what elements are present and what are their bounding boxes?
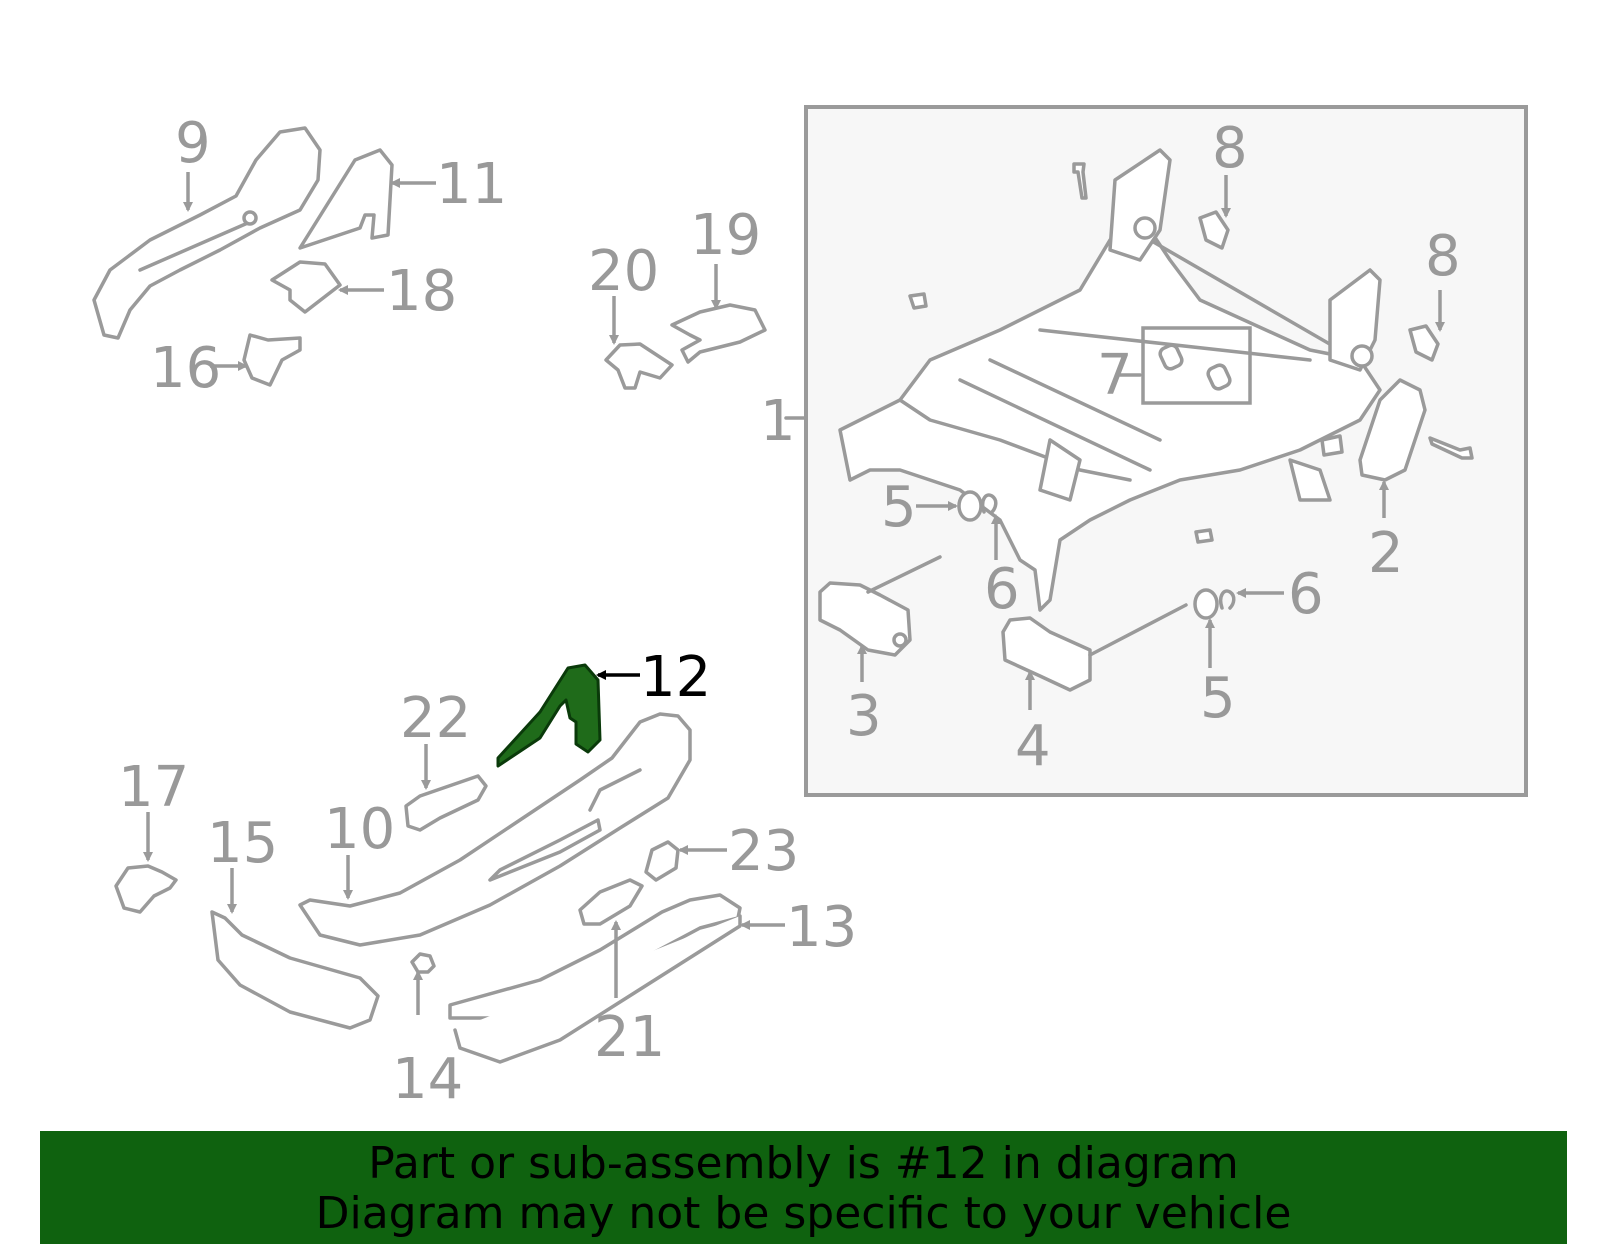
label-5b: 5 <box>1200 666 1236 731</box>
part-14-push-clip[interactable] <box>410 952 436 974</box>
part-16-clip[interactable] <box>242 333 302 387</box>
clip-bottom[interactable] <box>1194 528 1214 544</box>
callout-labels: 9 11 18 16 20 19 8 8 7 1 2 5 6 6 5 3 4 1… <box>118 111 1461 1112</box>
label-20: 20 <box>588 239 659 304</box>
part-2-recliner-motor[interactable] <box>1320 378 1427 482</box>
part-15-trim[interactable] <box>210 910 380 1030</box>
part-10-lower-shield[interactable] <box>298 712 692 947</box>
part-1-seat-frame[interactable] <box>838 148 1382 612</box>
label-10: 10 <box>324 797 395 862</box>
label-4: 4 <box>1015 714 1051 779</box>
part-18-bracket[interactable] <box>270 260 342 314</box>
banner-line-1: Part or sub-assembly is #12 in diagram <box>368 1138 1239 1189</box>
part-17-clip[interactable] <box>114 864 178 914</box>
label-2: 2 <box>1368 521 1404 586</box>
part-3-motor[interactable] <box>818 555 942 657</box>
clip-left[interactable] <box>908 292 928 310</box>
label-19: 19 <box>690 203 761 268</box>
part-4-motor[interactable] <box>1001 603 1188 692</box>
label-7: 7 <box>1097 343 1133 408</box>
part-22-switch[interactable] <box>404 774 488 832</box>
part-8-clip-b[interactable] <box>1408 324 1440 362</box>
part-8-clip-a[interactable] <box>1198 210 1230 250</box>
part-7-pins[interactable] <box>1158 343 1232 391</box>
part-23-cap[interactable] <box>644 840 680 882</box>
part-6-clip-a[interactable] <box>980 493 998 514</box>
part-19-cover[interactable] <box>670 303 767 364</box>
label-8b: 8 <box>1425 224 1461 289</box>
part-6-clip-b[interactable] <box>1218 589 1236 610</box>
part-20-bracket[interactable] <box>604 342 674 390</box>
label-15: 15 <box>207 811 278 876</box>
label-6a: 6 <box>984 557 1020 622</box>
banner-line-2: Diagram may not be specific to your vehi… <box>315 1188 1292 1239</box>
label-18: 18 <box>386 259 457 324</box>
label-12: 12 <box>640 645 711 710</box>
bolt-top[interactable] <box>1072 162 1088 200</box>
label-11: 11 <box>436 152 507 217</box>
label-23: 23 <box>728 819 799 884</box>
part-5-washer-b[interactable] <box>1193 588 1219 620</box>
part-9-shield[interactable] <box>92 126 322 340</box>
label-21: 21 <box>594 1005 665 1070</box>
part-12-highlighted[interactable] <box>496 663 602 768</box>
leader-lines <box>143 172 1445 1015</box>
label-9: 9 <box>175 111 211 176</box>
part-5-washer-a[interactable] <box>957 490 983 522</box>
label-3: 3 <box>846 684 882 749</box>
label-22: 22 <box>400 686 471 751</box>
label-1: 1 <box>760 389 796 454</box>
part-21-cover[interactable] <box>578 878 644 926</box>
label-6b: 6 <box>1288 562 1324 627</box>
label-16: 16 <box>150 336 221 401</box>
label-17: 17 <box>118 755 189 820</box>
label-5a: 5 <box>881 475 917 540</box>
label-14: 14 <box>392 1047 463 1112</box>
bolt-right[interactable] <box>1428 436 1474 460</box>
label-8a: 8 <box>1212 116 1248 181</box>
part-7-box <box>1141 326 1252 405</box>
label-13: 13 <box>786 895 857 960</box>
info-banner: Part or sub-assembly is #12 in diagram D… <box>40 1131 1567 1244</box>
part-11-cover[interactable] <box>298 148 394 250</box>
